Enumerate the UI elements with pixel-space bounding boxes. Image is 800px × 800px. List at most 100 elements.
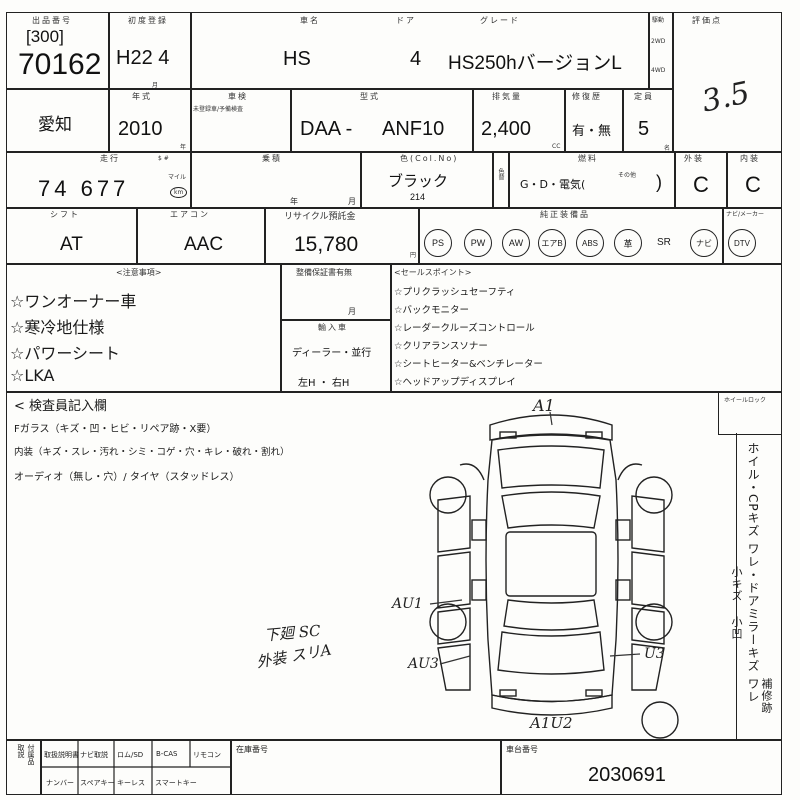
model-year-cell [108, 88, 192, 153]
warranty-month: 月 [348, 307, 358, 316]
sales-point-item: ☆クリアランスソナー [394, 341, 488, 352]
sales-point-item: ☆ヘッドアップディスプレイ [394, 377, 516, 388]
drive-4wd: 4WD [651, 67, 666, 74]
fuel-label: 燃料 [578, 154, 598, 163]
inspection-cell [190, 88, 292, 153]
side-note-main: ホイル・CPキズ ワレ・ドアミラーキズ ワレ [746, 442, 760, 704]
sales-points-label: <セールスポイント> [394, 268, 472, 277]
equipment-label: 純正装備品 [540, 210, 590, 219]
equipment-cell [418, 207, 724, 265]
wheel-lock-cell [718, 391, 782, 435]
navi-type-cell [722, 207, 782, 265]
model-code-value: ANF10 [382, 118, 445, 140]
caution-item: ☆パワーシート [10, 344, 121, 363]
first-registration-label: 初度登録 [128, 16, 168, 25]
drive-cell [648, 12, 674, 90]
recycle-fee: 15,780 [294, 233, 359, 256]
car-name-label: 車名 [300, 16, 320, 25]
caution-item: ☆寒冷地仕様 [10, 318, 105, 337]
expiry-year-label: 年 [290, 197, 300, 206]
shift-value: AT [60, 234, 83, 255]
fuel-other: その他 [618, 172, 637, 179]
color-change-cell [492, 151, 510, 209]
accessory-manual: 取扱説明書 [44, 751, 79, 759]
caution-item: ☆ワンオーナー車 [10, 292, 137, 311]
expiry-month-label: 月 [348, 197, 358, 206]
sales-point-item: ☆シートヒーター&ベンチレーター [394, 359, 543, 370]
equipment-pw: PW [464, 229, 492, 257]
wheel-lock-label: ホイールロック [724, 397, 767, 404]
damage-front: A1 [533, 396, 555, 415]
inspector-note: Fガラス（キズ・凹・ヒビ・リペア跡・X要） [14, 424, 217, 435]
score-label: 評価点 [692, 16, 722, 25]
sales-point-item: ☆プリクラッシュセーフティ [394, 287, 516, 298]
accessory-navi-manual: ナビ取説 [80, 751, 108, 759]
inspector-note: オーディオ（無し・穴）/ タイヤ（スタッドレス） [14, 472, 240, 483]
navi-type-label: ナビ/メーカー [726, 211, 765, 218]
caution-label: <注意事項> [116, 268, 162, 277]
first-registration-cell [108, 12, 192, 90]
aircon-label: エアコン [170, 210, 210, 219]
side-note-repair-trace: 補修跡 [760, 678, 773, 714]
shift-label: シフト [50, 210, 80, 219]
equipment-abs: ABS [576, 229, 604, 257]
capacity-unit: 名 [664, 145, 671, 152]
warranty-label: 整備保証書有無 [296, 268, 352, 277]
side-note-column [736, 433, 782, 741]
import-label: 輸入車 [318, 323, 348, 332]
sales-point-item: ☆バックモニター [394, 305, 470, 316]
accessory-rom-sd: ロム/SD [117, 751, 144, 759]
sales-point-item: ☆レーダークルーズコントロール [394, 323, 535, 334]
accessory-keyless: キーレス [117, 779, 145, 787]
accessory-number: ナンバー [46, 779, 74, 787]
model-code-cell [290, 88, 474, 153]
lot-number-label: 出品番号 [32, 16, 72, 25]
damage-left-front: AU1 [392, 596, 423, 612]
mileage-label: 走行 [100, 154, 120, 163]
chassis-number-label: 車台番号 [506, 745, 538, 754]
footer-col-label-top: 取説 [17, 744, 25, 758]
aircon-cell [136, 207, 266, 265]
interior-grade: C [745, 172, 761, 197]
handle-option: 左H ・ 右H [298, 378, 350, 389]
door-count: 4 [410, 48, 422, 70]
warranty-cell [280, 263, 392, 321]
color-number: 214 [410, 192, 426, 202]
region-value: 愛知 [38, 115, 72, 135]
lot-prefix: [300] [26, 27, 64, 46]
recycle-unit: 円 [410, 252, 417, 259]
side-note-small-dent: 小凹 [730, 616, 743, 640]
import-cell [280, 319, 392, 393]
shift-cell [6, 207, 138, 265]
chassis-number: 2030691 [588, 764, 666, 786]
car-name-grade-cell [190, 12, 650, 90]
mileage-cell [6, 151, 192, 209]
drive-label: 駆動 [652, 17, 665, 24]
inspection-note: 未登録車/予備検査 [193, 106, 244, 113]
fuel-cell [508, 151, 676, 209]
color-label: 色(Col.No) [400, 154, 459, 163]
door-label: ドア [396, 16, 416, 25]
interior-grade-cell [726, 151, 782, 209]
exterior-grade: C [693, 172, 709, 197]
repair-history-cell [564, 88, 624, 153]
capacity-cell [622, 88, 674, 153]
accessory-spare-key: スペアキー [80, 779, 115, 787]
stock-number-cell [230, 739, 502, 795]
color-cell [360, 151, 494, 209]
damage-rear: A1U2 [530, 714, 573, 732]
damage-right-rear: U3 [644, 646, 665, 662]
caution-item: ☆LKA [10, 366, 55, 385]
capacity-value: 5 [638, 118, 650, 140]
aircon-value: AAC [184, 234, 224, 255]
grade-value: HS250hバージョンL [448, 53, 622, 74]
interior-label: 内装 [740, 154, 760, 163]
unit-km: km [170, 187, 188, 198]
color-change-label: 色替 [497, 168, 504, 180]
inspection-label: 車検 [228, 92, 248, 101]
equipment-airbag: エアB [538, 229, 566, 257]
equipment-sunroof: SR [657, 237, 671, 248]
first-reg-month-suffix: 月 [152, 82, 159, 89]
region-cell [6, 88, 110, 153]
damage-left-rear: AU3 [408, 656, 439, 672]
